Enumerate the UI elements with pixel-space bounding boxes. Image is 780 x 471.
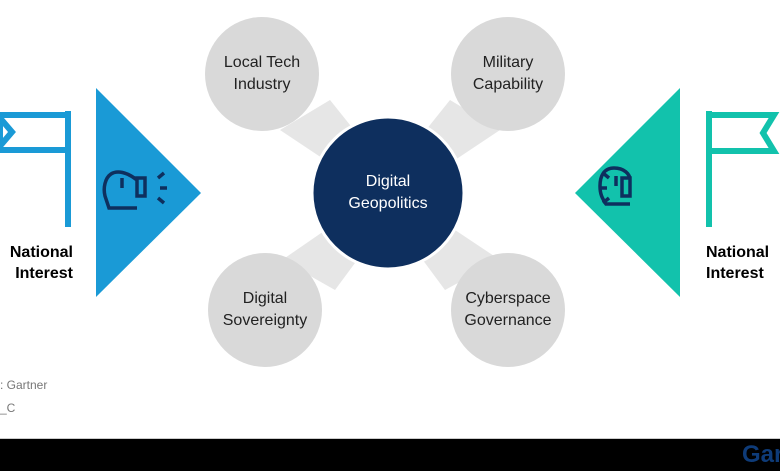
node-label-line: Industry — [233, 76, 291, 93]
footer-id: _C — [0, 401, 16, 415]
right-triangle — [575, 88, 680, 297]
left-label-line: Interest — [15, 265, 73, 282]
node-local-tech — [205, 17, 319, 131]
node-label-line: Digital — [242, 290, 288, 307]
node-sovereignty — [208, 253, 322, 367]
node-military — [451, 17, 565, 131]
node-label-line: Governance — [464, 312, 552, 329]
node-label-line: Military — [482, 54, 534, 71]
node-label-line: Capability — [472, 76, 544, 93]
node-label-line: Cyberspace — [465, 290, 551, 307]
right-label-line: National — [706, 244, 770, 261]
node-label-line: Sovereignty — [222, 312, 308, 329]
left-triangle — [96, 88, 201, 297]
node-label-line: Local Tech — [223, 54, 301, 71]
boxing-glove-icon — [102, 170, 167, 210]
footer-bar — [0, 438, 780, 471]
flag-icon — [0, 111, 71, 227]
center-label-line: Geopolitics — [348, 195, 428, 212]
footer-source: : Gartner — [0, 378, 48, 392]
left-label-line: National — [9, 244, 73, 261]
right-label-line: Interest — [706, 265, 764, 282]
center-node — [310, 115, 466, 271]
logo: Gar — [742, 441, 780, 468]
boxing-glove-icon — [598, 166, 632, 206]
node-cyberspace — [451, 253, 565, 367]
flag-icon — [706, 111, 780, 227]
center-label-line: Digital — [365, 173, 411, 190]
